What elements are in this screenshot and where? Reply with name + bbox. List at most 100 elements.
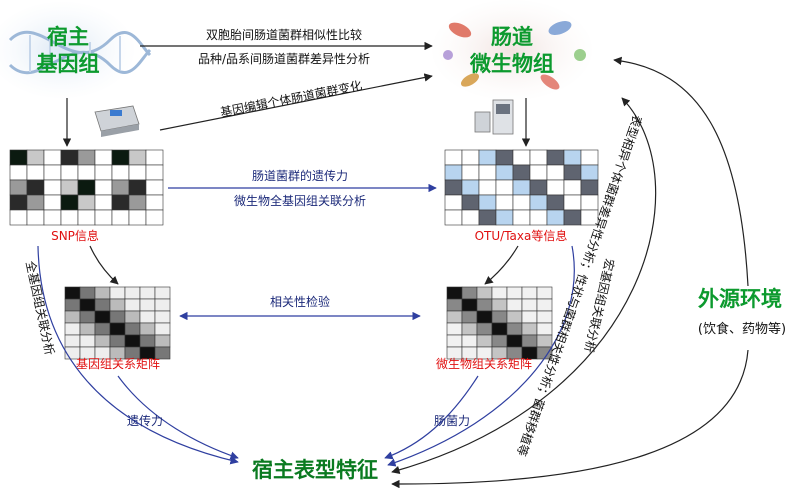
matrix-cell	[94, 149, 113, 166]
matrix-cell	[546, 194, 565, 211]
matrix-cell	[476, 310, 493, 324]
matrix-cell	[145, 179, 164, 196]
matrix-cell	[94, 298, 111, 312]
matrix-cell	[506, 286, 523, 300]
matrix-cell	[529, 179, 548, 196]
matrix-cell	[60, 164, 79, 181]
matrix-cell	[139, 286, 156, 300]
matrix-cell	[461, 164, 480, 181]
matrix-cell	[446, 298, 463, 312]
matrix-cell	[26, 179, 45, 196]
matrix-cell	[128, 164, 147, 181]
matrix-cell	[478, 164, 497, 181]
edge-heritability-pheno: 遗传力	[127, 413, 163, 428]
matrix-cell	[60, 209, 79, 226]
matrix-cell	[94, 194, 113, 211]
host-genome-line1: 宿主	[47, 25, 89, 49]
arrow-env-phenotype	[391, 349, 749, 489]
matrix-cell	[111, 194, 130, 211]
matrix-cell	[94, 209, 113, 226]
matrix-cell	[64, 286, 81, 300]
arrow-snp-grm	[89, 245, 119, 285]
matrix-cell	[491, 334, 508, 348]
arrow-gwas	[37, 245, 239, 465]
matrix-cell	[109, 322, 126, 336]
matrix-cell	[9, 164, 28, 181]
matrix-cell	[145, 194, 164, 211]
matrix-cell	[536, 310, 553, 324]
matrix-cell	[546, 209, 565, 226]
matrix-cell	[145, 209, 164, 226]
matrix-cell	[491, 310, 508, 324]
matrix-cell	[446, 286, 463, 300]
edge-mgwas: 微生物全基因组关联分析	[234, 193, 366, 208]
edge-gwas: 全基因组关联分析	[23, 260, 58, 357]
arrow-gene-edit	[159, 73, 433, 131]
matrix-cell	[9, 179, 28, 196]
matrix-cell	[446, 310, 463, 324]
matrix-cell	[26, 209, 45, 226]
edge-breed-compare: 品种/品系间肠道菌群差异性分析	[198, 52, 370, 66]
matrix-cell	[478, 209, 497, 226]
matrix-cell	[563, 149, 582, 166]
matrix-cell	[536, 298, 553, 312]
matrix-cell	[529, 164, 548, 181]
matrix-cell	[94, 164, 113, 181]
matrix-cell	[43, 164, 62, 181]
matrix-cell	[154, 310, 171, 324]
sequencer-icon	[474, 99, 514, 135]
matrix-cell	[546, 164, 565, 181]
matrix-cell	[512, 194, 531, 211]
matrix-cell	[580, 194, 599, 211]
matrix-cell	[521, 322, 538, 336]
matrix-cell	[109, 310, 126, 324]
matrix-cell	[154, 334, 171, 348]
matrix-cell	[512, 209, 531, 226]
matrix-cell	[536, 286, 553, 300]
matrix-cell	[536, 334, 553, 348]
matrix-cell	[9, 194, 28, 211]
matrix-cell	[128, 179, 147, 196]
matrix-cell	[60, 149, 79, 166]
matrix-cell	[546, 179, 565, 196]
matrix-cell	[124, 298, 141, 312]
edge-heritability: 肠道菌群的遗传力	[252, 168, 348, 183]
matrix-cell	[580, 179, 599, 196]
matrix-cell	[461, 194, 480, 211]
matrix-cell	[495, 209, 514, 226]
matrix-cell	[495, 194, 514, 211]
matrix-cell	[145, 149, 164, 166]
matrix-cell	[521, 286, 538, 300]
matrix-cell	[495, 179, 514, 196]
gut-microbiome-line2: 微生物组	[469, 52, 554, 76]
matrix-cell	[512, 179, 531, 196]
microbe-image	[432, 0, 592, 100]
matrix-cell	[476, 334, 493, 348]
matrix-cell	[512, 149, 531, 166]
env-title: 外源环境	[698, 287, 782, 311]
edge-microbiability: 肠菌力	[434, 414, 470, 428]
matrix-cell	[145, 164, 164, 181]
snp-matrix	[9, 149, 164, 226]
matrix-cell	[563, 179, 582, 196]
matrix-cell	[478, 179, 497, 196]
matrix-cell	[139, 298, 156, 312]
matrix-cell	[521, 298, 538, 312]
matrix-cell	[43, 194, 62, 211]
edge-gene-edit: 基因编辑个体肠道菌群变化	[219, 77, 363, 119]
otu-caption: OTU/Taxa等信息	[475, 228, 568, 243]
matrix-cell	[461, 149, 480, 166]
matrix-cell	[77, 194, 96, 211]
matrix-cell	[461, 334, 478, 348]
matrix-cell	[26, 164, 45, 181]
matrix-cell	[9, 149, 28, 166]
arrow-heritability-pheno	[117, 375, 239, 460]
matrix-cell	[60, 179, 79, 196]
matrix-cell	[26, 194, 45, 211]
matrix-cell	[124, 334, 141, 348]
matrix-cell	[154, 346, 171, 360]
matrix-cell	[79, 298, 96, 312]
matrix-cell	[495, 149, 514, 166]
matrix-cell	[154, 286, 171, 300]
matrix-cell	[111, 209, 130, 226]
